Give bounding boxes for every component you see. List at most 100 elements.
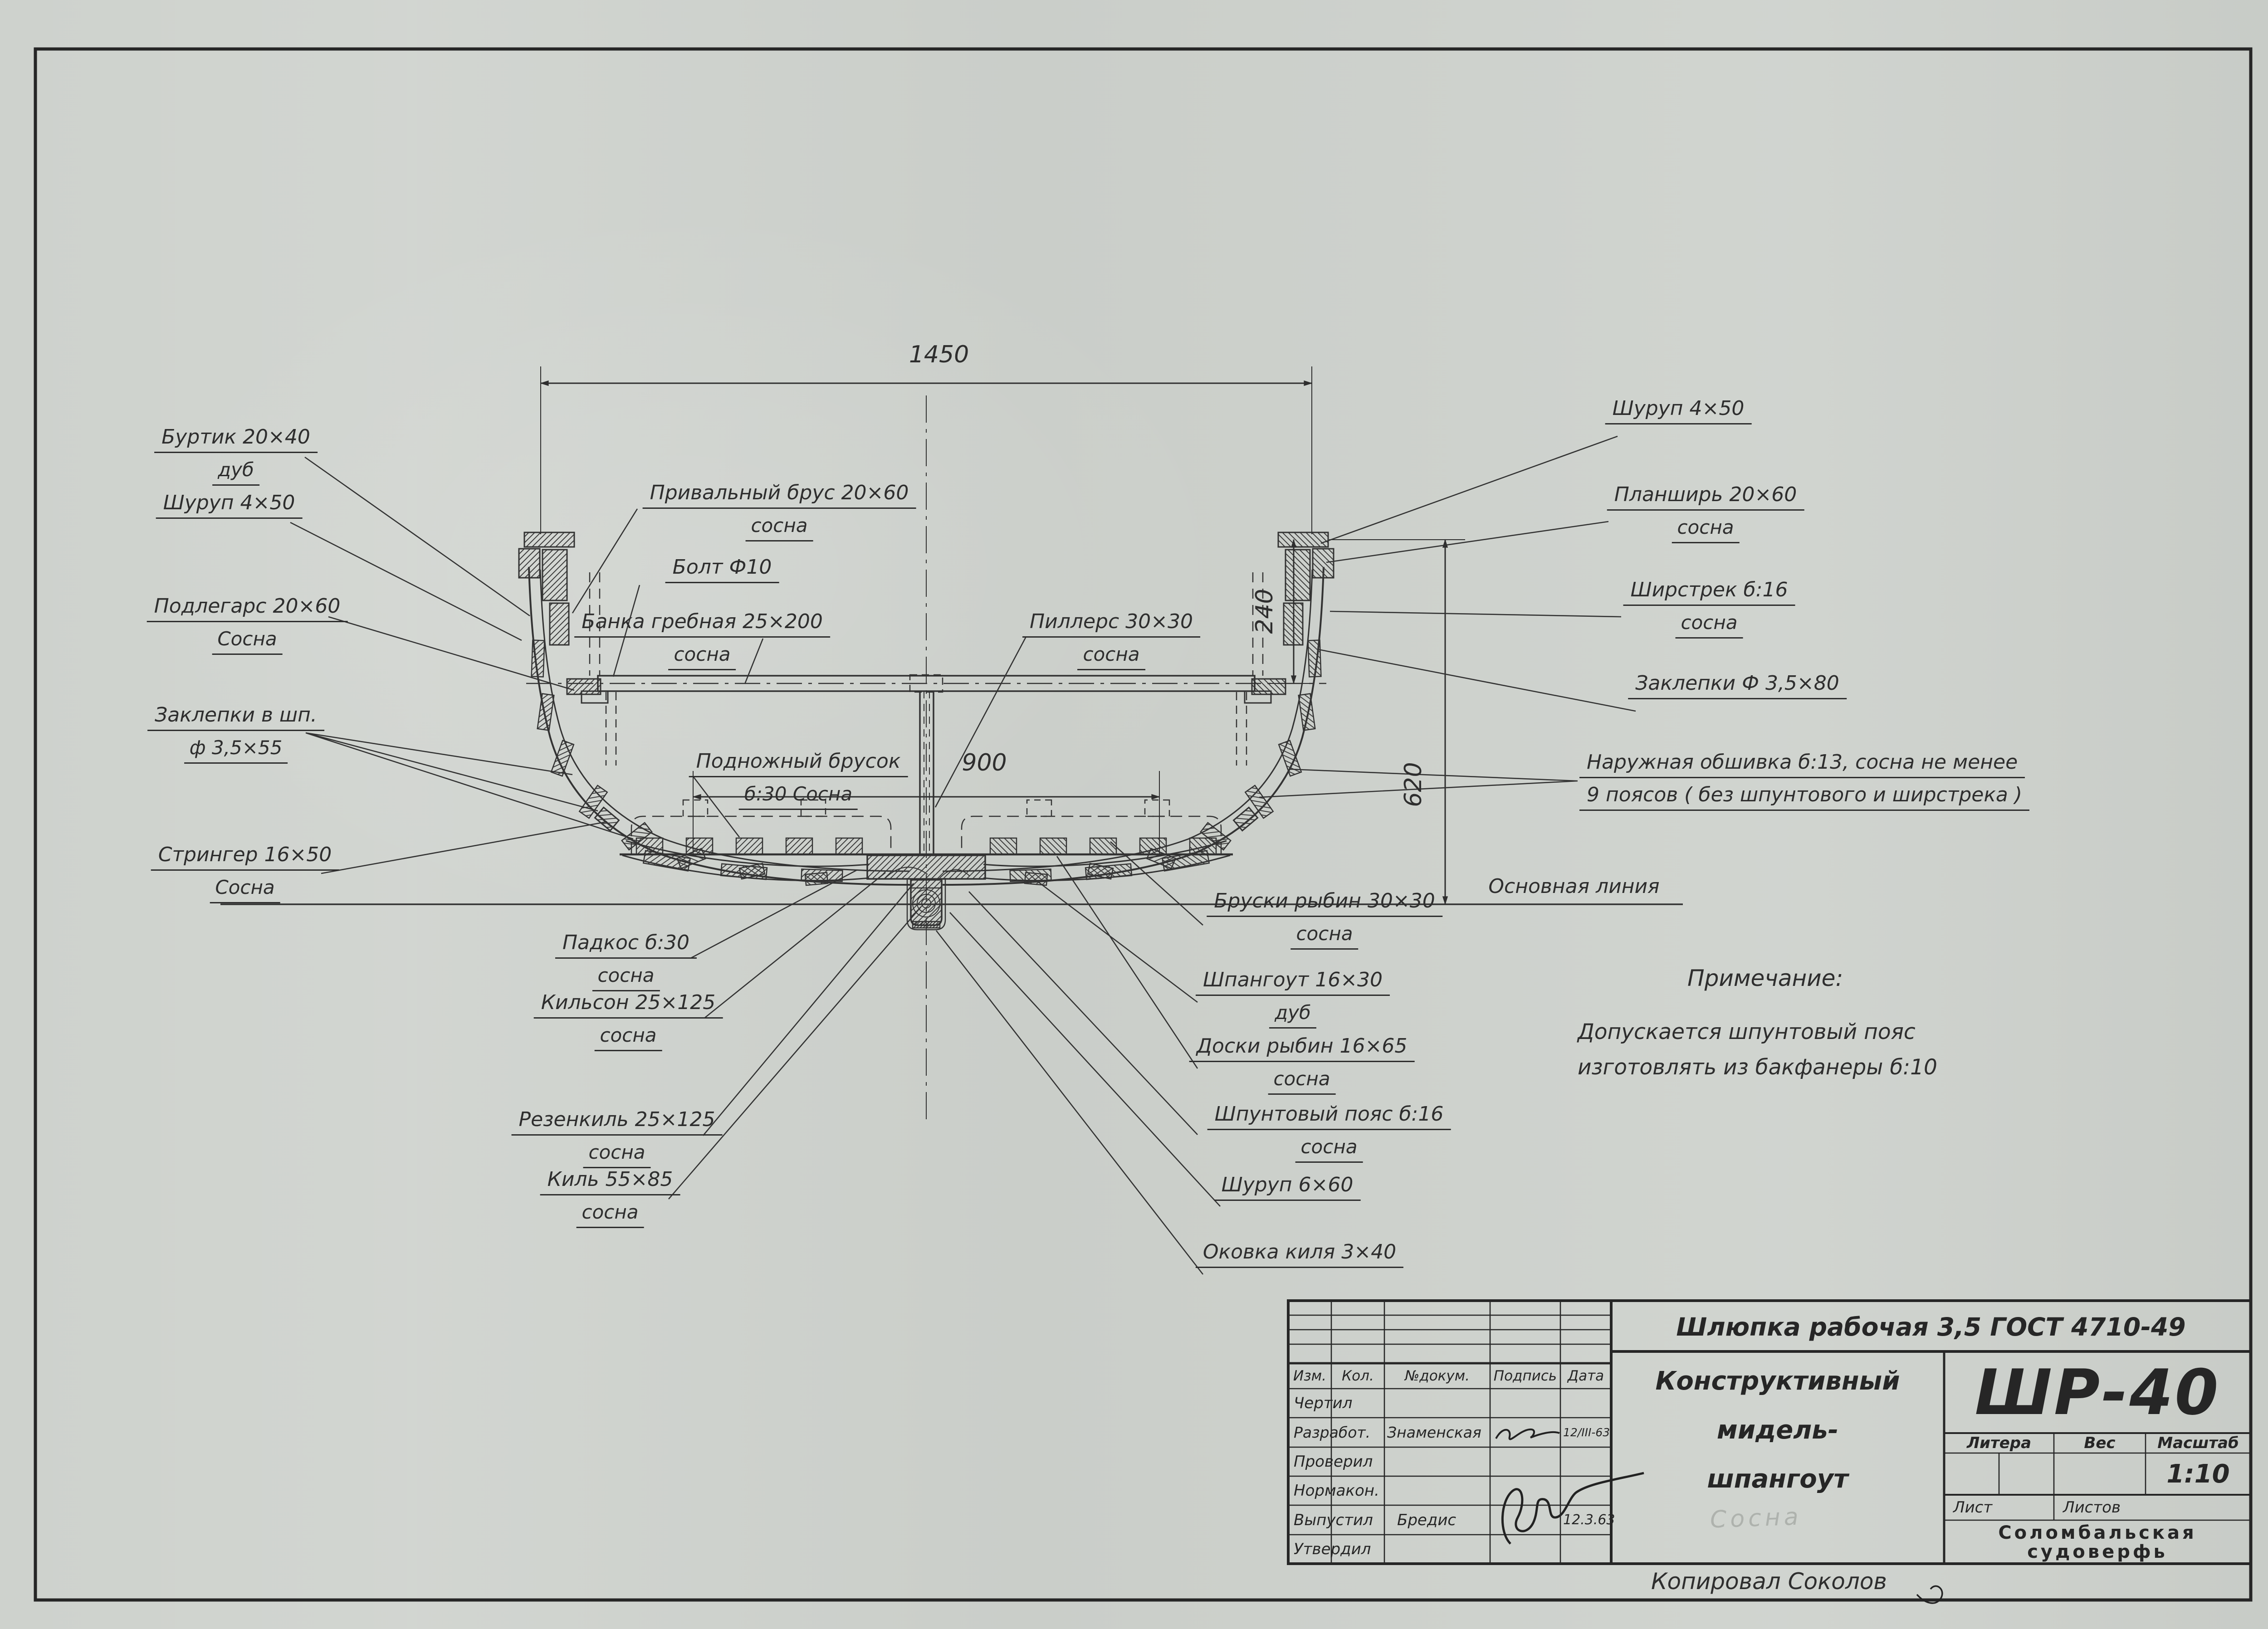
label-burtik-material: дуб [212, 457, 259, 486]
dim-240: 240 [1251, 589, 1278, 634]
label-privalny-brus-material: сосна [745, 512, 813, 541]
hull-right-half [942, 532, 1334, 887]
label-banka: Банка гребная 25×200 сосна [574, 609, 830, 670]
label-kil-text: Киль 55×85 [540, 1166, 680, 1195]
col-data: Дата [1567, 1368, 1604, 1384]
label-podnozhny-text: Подножный брусок [689, 748, 908, 777]
dimension-lines [540, 366, 1465, 905]
label-podlegars-material: Сосна [212, 626, 283, 655]
note-line2: изготовлять из бакфанеры б:10 [1578, 1055, 1937, 1080]
col-podpis: Подпись [1493, 1368, 1557, 1384]
label-shpuntovy-text: Шпунтовый пояс б:16 [1207, 1101, 1451, 1130]
label-kil: Киль 55×85 сосна [540, 1166, 680, 1228]
label-doski-rybin-material: сосна [1268, 1066, 1336, 1095]
label-shurup-right-text: Шуруп 4×50 [1605, 395, 1752, 424]
row-razrabot: Разработ. [1294, 1424, 1371, 1441]
signature-znamenskaya [1495, 1428, 1560, 1440]
dim-620: 620 [1400, 762, 1427, 807]
signature-bredis [1501, 1472, 1644, 1545]
label-kil-material: сосна [576, 1199, 644, 1228]
label-stringer: Стрингер 16×50 Сосна [151, 842, 339, 903]
label-banka-material: сосна [668, 641, 736, 670]
title-name-line3: шпангоут [1707, 1464, 1848, 1494]
label-padkos-text: Падкос б:30 [555, 930, 697, 959]
label-padkos: Падкос б:30 сосна [555, 930, 697, 991]
label-okovka-text: Оковка киля 3×40 [1195, 1239, 1404, 1268]
ves-header: Вес [2084, 1434, 2116, 1452]
label-bolt-text: Болт Ф10 [665, 554, 779, 583]
label-rezenkil-material: сосна [583, 1139, 651, 1168]
hull-left-half [518, 532, 910, 886]
label-bruski-rybin-text: Бруски рыбин 30×30 [1207, 888, 1442, 917]
label-pillers: Пиллерс 30×30 сосна [1022, 609, 1200, 670]
label-bolt: Болт Ф10 [665, 554, 779, 583]
listov-label: Листов [2063, 1498, 2121, 1517]
title-name-line1: Конструктивный [1655, 1366, 1900, 1396]
org-line1: Соломбальская [1998, 1522, 2197, 1543]
col-dokum: №докум. [1405, 1368, 1470, 1384]
label-pillers-text: Пиллерс 30×30 [1022, 609, 1200, 638]
label-shurup-left-text: Шуруп 4×50 [156, 490, 303, 519]
label-banka-text: Банка гребная 25×200 [574, 609, 830, 638]
list-label: Лист [1953, 1498, 1993, 1517]
row-razrabot-date: 12/III-63 [1563, 1426, 1610, 1439]
hull-cross-section [220, 395, 1683, 1125]
label-shurup-left: Шуруп 4×50 [156, 490, 303, 519]
litera-header: Литера [1966, 1434, 2032, 1452]
title-name-line2: мидель- [1717, 1415, 1838, 1445]
label-osnovnaya: Основная линия [1481, 873, 1667, 901]
sheet-border [34, 47, 2253, 1602]
label-shirstrek: Ширстрек б:16 сосна [1623, 577, 1795, 639]
label-shurup-keel: Шуруп 6×60 [1214, 1172, 1361, 1201]
label-okovka: Оковка киля 3×40 [1195, 1239, 1404, 1268]
label-podlegars-text: Подлегарс 20×60 [147, 593, 348, 622]
label-padkos-material: сосна [592, 962, 660, 991]
row-proveril: Проверил [1294, 1453, 1373, 1471]
copied-by: Копировал Соколов [1651, 1568, 1887, 1595]
signatures [1495, 1428, 1943, 1604]
label-shpuntovy: Шпунтовый пояс б:16 сосна [1207, 1101, 1451, 1163]
label-shpuntovy-material: сосна [1295, 1134, 1363, 1163]
label-obshivka-line2: 9 поясов ( без шпунтового и ширстрека ) [1579, 782, 2030, 811]
label-bruski-rybin: Бруски рыбин 30×30 сосна [1207, 888, 1442, 950]
label-burtik-text: Буртик 20×40 [154, 424, 318, 453]
row-vypustil: Выпустил [1294, 1511, 1373, 1529]
label-podlegars: Подлегарс 20×60 Сосна [147, 593, 348, 655]
row-vypustil-name: Бредис [1397, 1511, 1457, 1529]
row-normakon: Нормакон. [1294, 1482, 1379, 1500]
label-doski-rybin: Доски рыбин 16×65 сосна [1189, 1033, 1415, 1095]
leader-lines [290, 435, 1636, 1275]
title-doc: Шлюпка рабочая 3,5 ГОСТ 4710-49 [1676, 1312, 2186, 1341]
label-burtik: Буртик 20×40 дуб [154, 424, 318, 486]
label-shirstrek-text: Ширстрек б:16 [1623, 577, 1795, 606]
label-privalny-brus: Привальный брус 20×60 сосна [642, 480, 916, 541]
label-shpangout-material: дуб [1269, 1000, 1316, 1029]
dim-1450: 1450 [909, 341, 969, 368]
label-shirstrek-material: сосна [1675, 610, 1743, 639]
label-stringer-material: Сосна [210, 874, 280, 903]
label-planshir-material: сосна [1672, 514, 1740, 543]
label-pillers-material: сосна [1077, 641, 1145, 670]
label-obshivka-line1: Наружная обшивка б:13, сосна не менее [1579, 749, 2025, 778]
label-podnozhny-size: б:30 Сосна [738, 781, 858, 810]
label-zaklepki-right: Заклепки Ф 3,5×80 [1628, 670, 1847, 699]
label-kilson-text: Кильсон 25×125 [533, 990, 723, 1019]
label-shpangout: Шпангоут 16×30 дуб [1195, 967, 1390, 1029]
note-title: Примечание: [1687, 965, 1843, 991]
label-privalny-brus-text: Привальный брус 20×60 [642, 480, 916, 509]
label-planshir-text: Планширь 20×60 [1607, 482, 1804, 511]
label-shurup-right: Шуруп 4×50 [1605, 395, 1752, 424]
note-line1: Допускается шпунтовый пояс [1578, 1019, 1916, 1044]
label-shpangout-text: Шпангоут 16×30 [1195, 967, 1390, 996]
col-kol: Кол. [1342, 1368, 1374, 1384]
faint-stamp: Сосна [1710, 1503, 1803, 1534]
col-izm: Изм. [1293, 1368, 1326, 1384]
label-shurup-keel-text: Шуруп 6×60 [1214, 1172, 1361, 1201]
dim-900: 900 [962, 749, 1007, 776]
row-vypustil-date: 12.3.63 [1563, 1512, 1615, 1528]
label-zaklepki-frame: Заклепки в шп. ф 3,5×55 [147, 702, 324, 764]
label-kilson: Кильсон 25×125 сосна [533, 990, 723, 1051]
scale-value: 1:10 [2166, 1459, 2230, 1489]
